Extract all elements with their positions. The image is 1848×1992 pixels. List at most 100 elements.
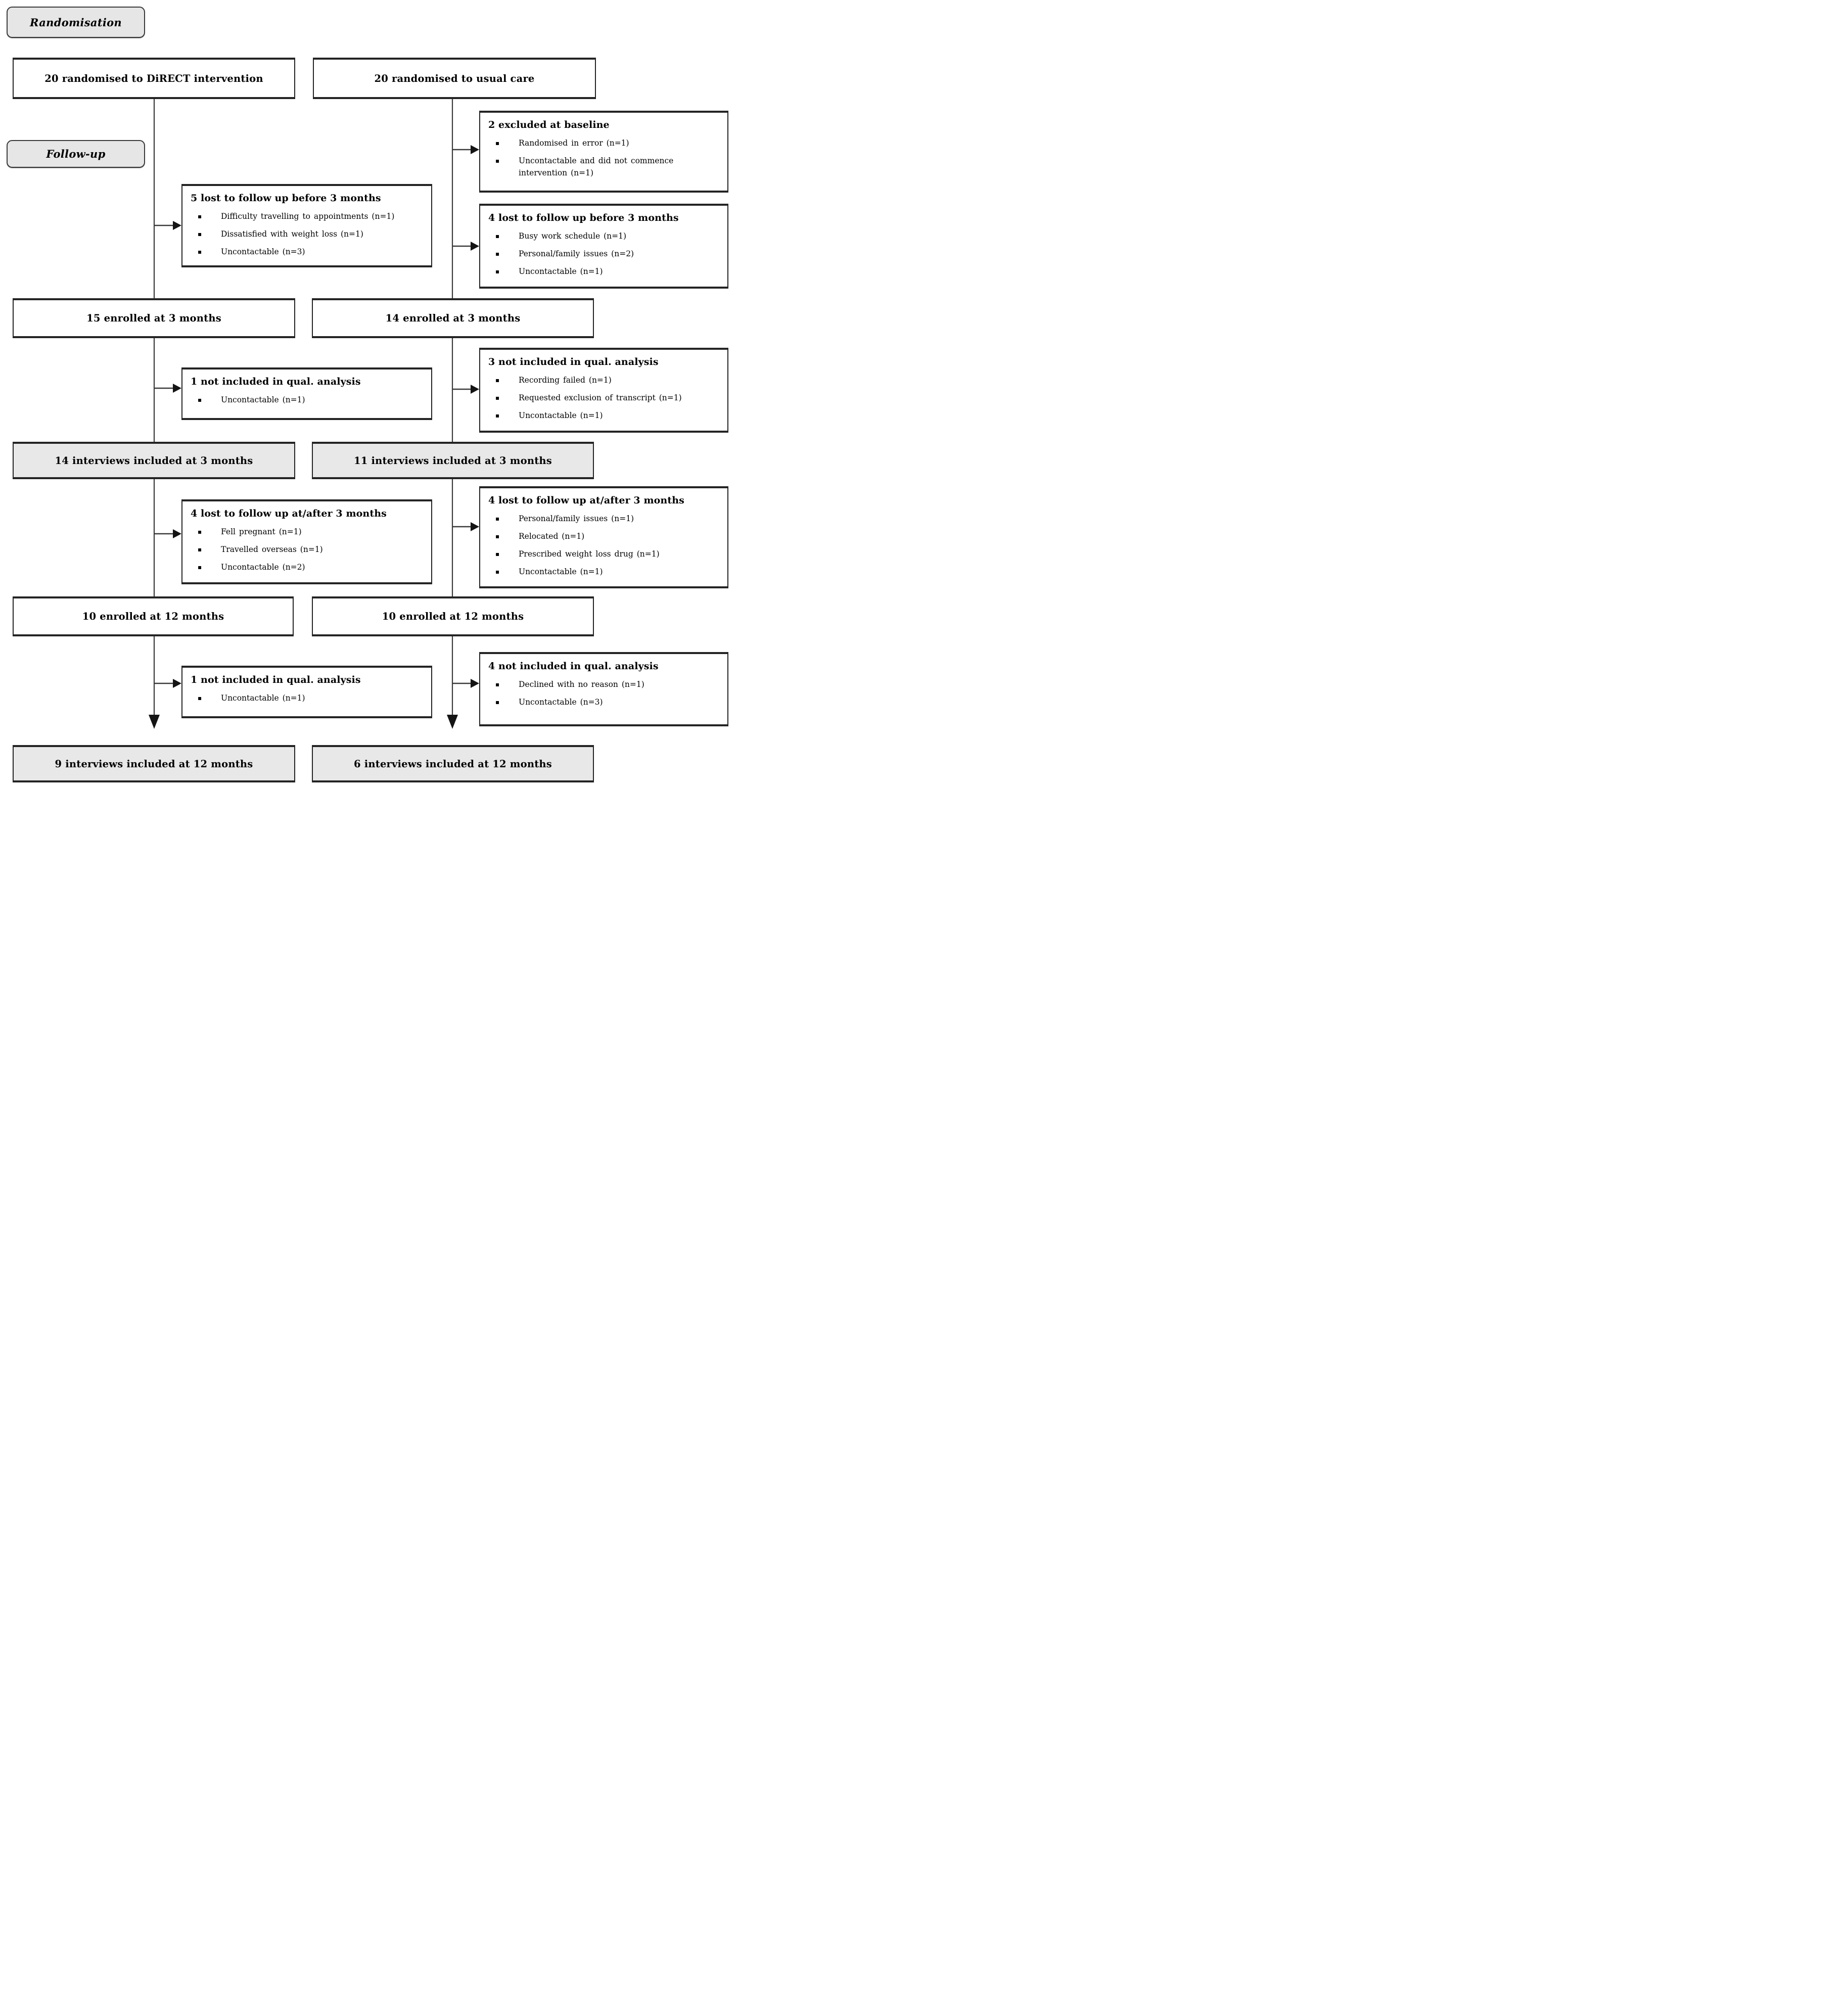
bullet-text: Uncontactable (n=1): [519, 410, 603, 420]
box-interviews-12m-intervention: 9 interviews included at 12 months: [13, 745, 295, 782]
box-enrolled-12m-intervention: 10 enrolled at 12 months: [13, 596, 294, 636]
bullet-text: Difficulty travelling to appointments (n…: [221, 211, 395, 221]
flow-diagram: Randomisation Follow-up 20 randomised to…: [0, 0, 736, 793]
bullet-item: ▪ Requested exclusion of transcript (n=1…: [488, 392, 720, 404]
box-enrolled-3m-usual-care: 14 enrolled at 3 months: [312, 298, 594, 338]
bullet-text: Busy work schedule (n=1): [519, 231, 627, 241]
bullet-item: ▪ Personal/family issues (n=2): [488, 248, 720, 260]
box-not-included-12m-intervention: 1 not included in qual. analysis ▪ Uncon…: [181, 666, 432, 718]
box-title: 1 not included in qual. analysis: [191, 376, 361, 387]
bullet-text: Requested exclusion of transcript (n=1): [519, 393, 682, 402]
box-excluded-baseline: 2 excluded at baseline ▪ Randomised in e…: [479, 111, 728, 193]
box-text: 20 randomised to DiRECT intervention: [44, 72, 263, 84]
bullet-square-icon: ▪: [495, 680, 500, 688]
branch-arrowhead-left-lost-after-3m-icon: [173, 529, 181, 538]
box-title: 3 not included in qual. analysis: [488, 356, 659, 367]
bullet-square-icon: ▪: [495, 550, 500, 558]
bullet-item: ▪ Personal/family issues (n=1): [488, 513, 720, 525]
left-flow-arrowhead-icon: [149, 715, 160, 729]
bullet-item: ▪ Prescribed weight loss drug (n=1): [488, 548, 720, 560]
bullet-text: Uncontactable (n=1): [221, 395, 305, 404]
box-interviews-3m-intervention: 14 interviews included at 3 months: [13, 442, 295, 479]
bullet-item: ▪ Uncontactable (n=1): [488, 409, 720, 422]
box-randomised-usual-care: 20 randomised to usual care: [313, 58, 596, 99]
box-lost-after-3m-usual-care: 4 lost to follow up at/after 3 months ▪ …: [479, 486, 728, 588]
bullet-square-icon: ▪: [495, 568, 500, 575]
bullet-text: Uncontactable (n=1): [221, 693, 305, 703]
bullet-square-icon: ▪: [495, 698, 500, 706]
box-text: 10 enrolled at 12 months: [82, 611, 224, 622]
bullet-square-icon: ▪: [198, 248, 202, 255]
stage-label-text: Randomisation: [30, 16, 122, 29]
bullet-item: ▪ Uncontactable (n=1): [488, 566, 720, 578]
bullet-text: Prescribed weight loss drug (n=1): [519, 549, 660, 559]
bullet-square-icon: ▪: [495, 232, 500, 240]
bullet-text: Personal/family issues (n=2): [519, 249, 634, 258]
box-text: 20 randomised to usual care: [374, 72, 535, 84]
bullet-text: Fell pregnant (n=1): [221, 527, 302, 536]
bullet-square-icon: ▪: [198, 694, 202, 702]
box-enrolled-3m-intervention: 15 enrolled at 3 months: [13, 298, 295, 338]
bullet-item: ▪ Declined with no reason (n=1): [488, 678, 720, 690]
bullet-item: ▪ Difficulty travelling to appointments …: [191, 210, 424, 222]
bullet-item: ▪ Dissatisfied with weight loss (n=1): [191, 228, 424, 240]
bullet-square-icon: ▪: [198, 528, 202, 535]
bullet-item: ▪ Uncontactable (n=2): [191, 561, 424, 573]
branch-arrowhead-right-excluded-icon: [471, 145, 479, 154]
bullet-text: Declined with no reason (n=1): [519, 679, 644, 689]
bullet-text: Recording failed (n=1): [519, 375, 612, 385]
bullet-text: Uncontactable (n=2): [221, 562, 305, 572]
box-lost-after-3m-intervention: 4 lost to follow up at/after 3 months ▪ …: [181, 499, 432, 584]
box-text: 6 interviews included at 12 months: [354, 758, 552, 770]
bullet-item: ▪ Busy work schedule (n=1): [488, 230, 720, 242]
box-not-included-3m-usual-care: 3 not included in qual. analysis ▪ Recor…: [479, 348, 728, 433]
bullet-item: ▪ Recording failed (n=1): [488, 374, 720, 386]
bullet-text: Uncontactable (n=1): [519, 567, 603, 576]
box-text: 14 interviews included at 3 months: [55, 454, 253, 467]
bullet-item: ▪ Randomised in error (n=1): [488, 137, 720, 149]
box-title: 4 lost to follow up before 3 months: [488, 212, 679, 223]
branch-arrowhead-right-lost-after-3m-icon: [471, 522, 479, 531]
bullet-text: Uncontactable (n=1): [519, 266, 603, 276]
bullet-text: Personal/family issues (n=1): [519, 514, 634, 523]
branch-arrowhead-right-lost-3m-icon: [471, 242, 479, 251]
bullet-text: Uncontactable (n=3): [221, 247, 305, 256]
bullet-item: ▪ Uncontactable (n=3): [191, 246, 424, 258]
bullet-item: ▪ Uncontactable and did not commence int…: [488, 155, 720, 179]
bullet-square-icon: ▪: [495, 515, 500, 522]
stage-label-text: Follow-up: [46, 148, 106, 160]
bullet-square-icon: ▪: [198, 212, 202, 220]
box-text: 15 enrolled at 3 months: [86, 312, 221, 324]
box-title: 5 lost to follow up before 3 months: [191, 193, 381, 204]
box-text: 14 enrolled at 3 months: [385, 312, 521, 324]
bullet-square-icon: ▪: [495, 532, 500, 540]
box-title: 2 excluded at baseline: [488, 119, 610, 130]
bullet-text: Randomised in error (n=1): [519, 138, 629, 148]
box-lost-before-3m-usual-care: 4 lost to follow up before 3 months ▪ Bu…: [479, 204, 728, 289]
bullet-square-icon: ▪: [495, 267, 500, 275]
bullet-square-icon: ▪: [495, 250, 500, 257]
stage-label-randomisation: Randomisation: [7, 7, 145, 38]
box-title: 4 not included in qual. analysis: [488, 661, 659, 672]
stage-label-follow-up: Follow-up: [7, 140, 145, 168]
bullet-square-icon: ▪: [198, 563, 202, 571]
bullet-text: Relocated (n=1): [519, 531, 585, 541]
bullet-item: ▪ Uncontactable (n=1): [488, 265, 720, 277]
bullet-item: ▪ Relocated (n=1): [488, 530, 720, 542]
branch-arrowhead-right-not-included-12m-icon: [471, 679, 479, 688]
branch-arrowhead-left-not-included-12m-icon: [173, 679, 181, 688]
box-text: 9 interviews included at 12 months: [55, 758, 253, 770]
box-text: 11 interviews included at 3 months: [354, 454, 552, 467]
box-enrolled-12m-usual-care: 10 enrolled at 12 months: [312, 596, 594, 636]
box-interviews-3m-usual-care: 11 interviews included at 3 months: [312, 442, 594, 479]
box-interviews-12m-usual-care: 6 interviews included at 12 months: [312, 745, 594, 782]
box-not-included-3m-intervention: 1 not included in qual. analysis ▪ Uncon…: [181, 367, 432, 420]
bullet-item: ▪ Uncontactable (n=1): [191, 692, 424, 704]
box-lost-before-3m-intervention: 5 lost to follow up before 3 months ▪ Di…: [181, 184, 432, 267]
bullet-square-icon: ▪: [495, 376, 500, 384]
bullet-square-icon: ▪: [495, 139, 500, 147]
bullet-text: Uncontactable and did not commence inter…: [519, 156, 674, 177]
box-title: 4 lost to follow up at/after 3 months: [488, 495, 684, 506]
right-flow-arrowhead-icon: [447, 715, 458, 729]
bullet-square-icon: ▪: [495, 157, 500, 164]
